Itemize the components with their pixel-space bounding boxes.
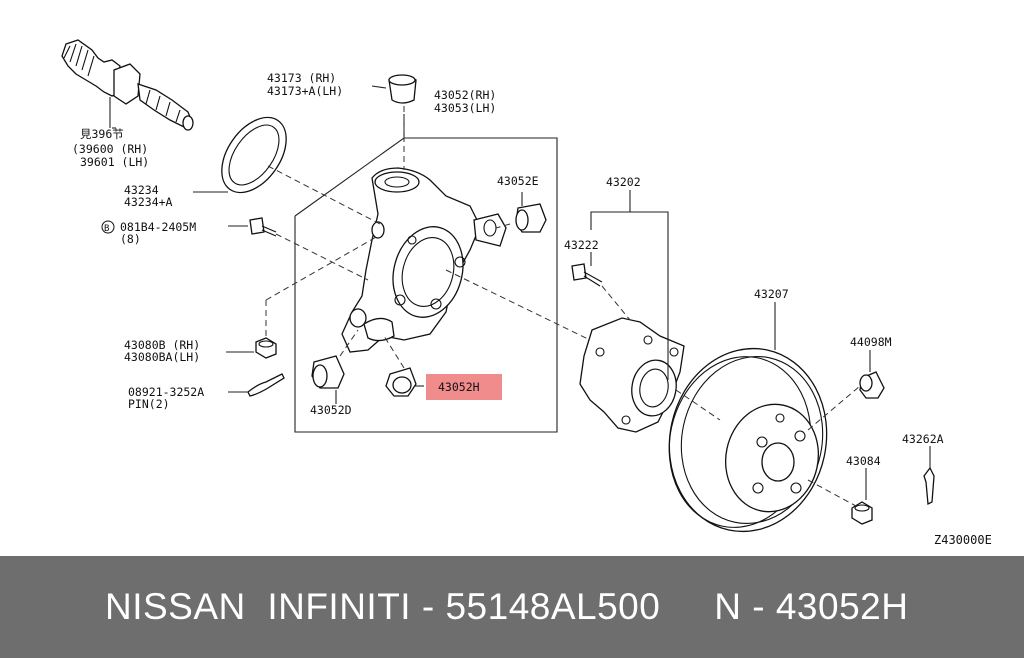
pin-08921 <box>247 373 285 397</box>
label-43234: 43234 <box>124 183 159 197</box>
pin-43262a <box>923 466 935 506</box>
label-43262a: 43262A <box>902 432 944 446</box>
bushing-43052d <box>311 355 345 389</box>
label-43052e: 43052E <box>497 174 539 188</box>
label-08921: 08921-3252A <box>128 385 204 399</box>
label-43052rh: 43052(RH) <box>434 88 496 102</box>
bolt-symbol-circle <box>101 220 115 234</box>
label-43222: 43222 <box>564 238 599 252</box>
bushing-43052h <box>385 367 417 397</box>
bushing-43052e <box>515 203 547 233</box>
knuckle-frame <box>294 137 558 433</box>
leader-lines <box>109 85 931 500</box>
assembly-dashed-lines <box>265 106 861 507</box>
label-43207: 43207 <box>754 287 789 301</box>
nut-43080b <box>255 337 277 359</box>
knuckle-43052 <box>341 167 507 353</box>
diagram-code: Z430000E <box>934 533 992 547</box>
label-081b4: 081B4-2405M <box>120 220 196 234</box>
label-43084: 43084 <box>846 454 881 468</box>
banner-text: NISSAN INFINITI - 55148AL500 N - 43052H <box>105 586 909 627</box>
brake-disc-43207 <box>668 347 828 533</box>
label-43202: 43202 <box>606 175 641 189</box>
cap-44098m <box>859 371 885 399</box>
seal-ring-43234 <box>221 116 287 194</box>
label-43080ba: 43080BA(LH) <box>124 350 200 364</box>
bolt-symbol-letter: B <box>104 224 109 234</box>
hub-assembly-43202 <box>579 317 685 433</box>
label-43234a: 43234+A <box>124 195 173 209</box>
nut-43084 <box>851 501 873 525</box>
label-p396-ref: 見396节 <box>80 127 124 141</box>
highlight-box-43052h <box>426 374 502 400</box>
label-43173: 43173 (RH) <box>267 71 336 85</box>
label-43052h: 43052H <box>438 380 480 394</box>
label-44098m: 44098M <box>850 335 892 349</box>
part-labels: 見396节 (39600 (RH) 39601 (LH) 43173 (RH) … <box>72 71 992 547</box>
label-43173a: 43173+A(LH) <box>267 84 343 98</box>
label-pin: PIN(2) <box>128 397 170 411</box>
label-081b4-qty: (8) <box>120 232 141 246</box>
exploded-parts-diagram: 見396节 (39600 (RH) 39601 (LH) 43173 (RH) … <box>61 39 992 547</box>
label-39601: 39601 (LH) <box>80 155 149 169</box>
label-39600: (39600 (RH) <box>72 142 148 156</box>
label-43053lh: 43053(LH) <box>434 101 496 115</box>
drive-shaft-drawing <box>61 39 194 131</box>
hub-bolt-43222 <box>571 263 603 287</box>
bushing-43173 <box>388 74 417 104</box>
part-number-banner: NISSAN INFINITI - 55148AL500 N - 43052H <box>0 556 1024 658</box>
label-43052d: 43052D <box>310 403 352 417</box>
bolt-081b4 <box>249 217 277 237</box>
label-43080b: 43080B (RH) <box>124 338 200 352</box>
